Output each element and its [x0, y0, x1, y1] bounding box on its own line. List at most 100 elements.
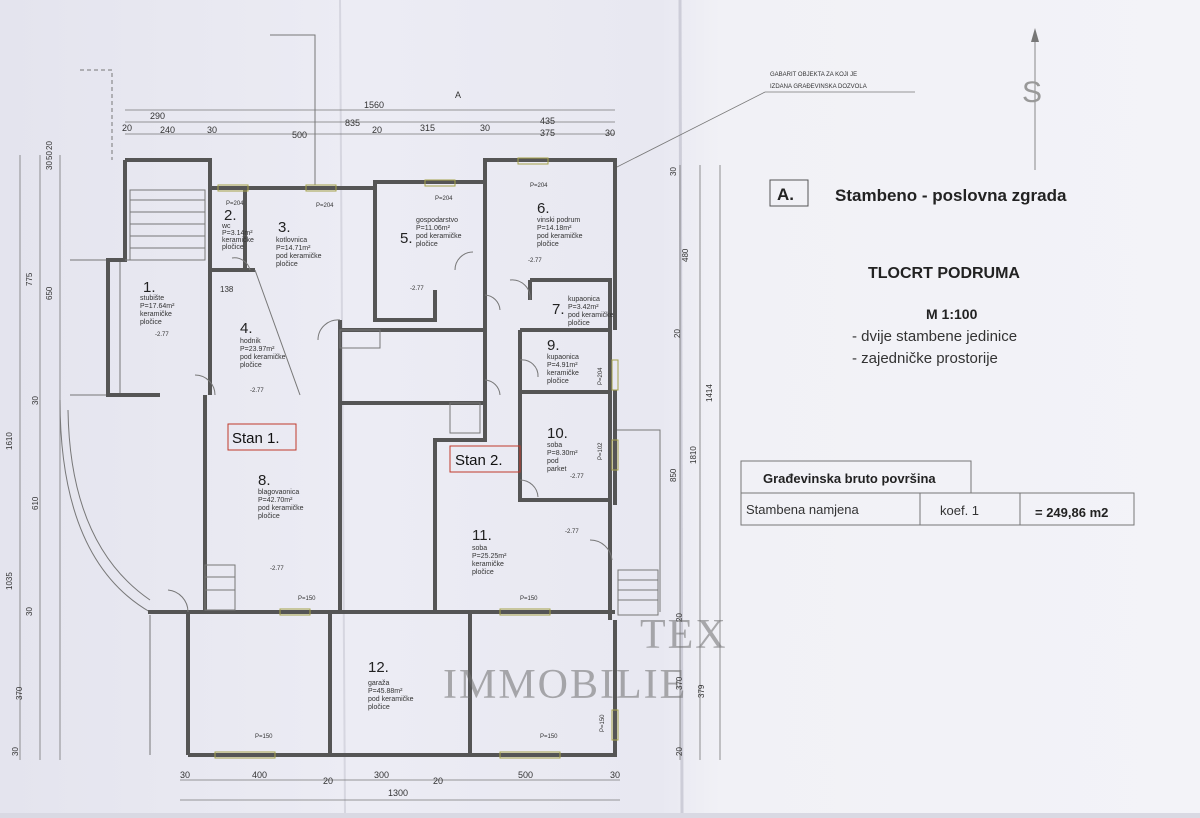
room-9: 9. kupaonica P=4.91m² keramičke pločice — [547, 337, 579, 385]
svg-text:P=23.97m²: P=23.97m² — [240, 346, 275, 353]
room-5: 5. gospodarstvo P=11.06m² pod keramičke … — [400, 217, 462, 248]
gabarit-leader-line — [614, 91, 766, 169]
svg-text:TEX: TEX — [640, 612, 728, 658]
svg-text:20: 20 — [45, 141, 54, 150]
plan-line1: - dvije stambene jedinice — [852, 328, 1017, 345]
svg-text:keramičke: keramičke — [222, 237, 254, 244]
svg-text:kotlovnica: kotlovnica — [276, 237, 307, 244]
svg-text:20: 20 — [122, 123, 132, 133]
room-10: 10. soba P=8.30m² pod parket — [547, 425, 578, 473]
svg-text:P=11.06m²: P=11.06m² — [416, 225, 451, 232]
svg-text:290: 290 — [150, 111, 165, 121]
room-4: 4. hodnik P=23.97m² pod keramičke pločic… — [240, 320, 286, 369]
svg-text:2.: 2. — [224, 207, 237, 224]
window-marks: P=204 P=204 P=204 P=204 P=204 P=102 P=15… — [214, 157, 619, 759]
svg-text:379: 379 — [697, 684, 706, 698]
dim-138: 138 — [220, 285, 234, 294]
svg-text:soba: soba — [472, 545, 487, 552]
svg-text:P=150: P=150 — [255, 734, 273, 740]
dimensions-top: 1560 290 835 435 20 240 30 500 20 315 30… — [122, 90, 615, 140]
plan-line2: - zajedničke prostorije — [852, 350, 998, 367]
svg-text:hodnik: hodnik — [240, 338, 261, 345]
svg-text:775: 775 — [25, 272, 34, 286]
label-a-box — [769, 179, 809, 207]
area-table-header: Građevinska bruto površina — [763, 471, 936, 486]
room-6: 6. vinski podrum P=14.18m² pod keramičke… — [537, 200, 583, 248]
svg-text:P=150: P=150 — [540, 734, 558, 740]
svg-text:pločice: pločice — [416, 241, 438, 248]
room-8: 8. blagovaonica P=42.70m² pod keramičke … — [258, 472, 304, 520]
walls — [106, 158, 617, 757]
area-table: Građevinska bruto površina Stambena namj… — [740, 460, 1135, 526]
svg-text:pločice: pločice — [472, 569, 494, 576]
svg-text:pod keramičke: pod keramičke — [240, 354, 286, 361]
svg-text:-2.77: -2.77 — [250, 388, 264, 394]
gabarit-note-line1: GABARIT OBJEKTA ZA KOJI JE — [770, 72, 857, 78]
svg-text:keramičke: keramičke — [140, 311, 172, 318]
svg-text:vinski podrum: vinski podrum — [537, 217, 580, 224]
svg-text:20: 20 — [433, 776, 443, 786]
svg-text:P=45.88m²: P=45.88m² — [368, 688, 403, 695]
room-7: 7. kupaonica P=3.42m² pod keramičke ploč… — [552, 296, 614, 327]
svg-text:30: 30 — [180, 770, 190, 780]
paper-fold — [339, 0, 346, 814]
svg-text:-2.77: -2.77 — [528, 258, 542, 264]
svg-text:pločice: pločice — [368, 704, 390, 711]
svg-text:20: 20 — [372, 125, 382, 135]
svg-text:20: 20 — [675, 747, 684, 756]
svg-text:P=17.64m²: P=17.64m² — [140, 303, 175, 310]
svg-text:20: 20 — [323, 776, 333, 786]
svg-text:5.: 5. — [400, 230, 413, 247]
svg-text:370: 370 — [15, 686, 24, 700]
plan-scale: M 1:100 — [926, 306, 978, 322]
svg-text:3.: 3. — [278, 219, 291, 236]
stan-2-label: Stan 2. — [449, 445, 521, 473]
dimensions-left: 30 50 20 775 650 30 1610 610 1035 30 370… — [5, 141, 61, 760]
svg-text:pod keramičke: pod keramičke — [368, 696, 414, 703]
svg-text:blagovaonica: blagovaonica — [258, 489, 299, 496]
svg-text:P=3.42m²: P=3.42m² — [568, 304, 599, 311]
room-1: 1. stubište P=17.64m² keramičke pločice — [140, 279, 175, 326]
svg-text:P=42.70m²: P=42.70m² — [258, 497, 293, 504]
svg-text:P=204: P=204 — [316, 203, 334, 209]
svg-text:1.: 1. — [143, 279, 156, 296]
svg-text:stubište: stubište — [140, 295, 164, 302]
north-arrow-icon: S — [1022, 28, 1042, 170]
building-title: Stambeno - poslovna zgrada — [835, 186, 1067, 205]
svg-text:P=14.18m²: P=14.18m² — [537, 225, 572, 232]
svg-text:500: 500 — [292, 130, 307, 140]
svg-text:soba: soba — [547, 442, 562, 449]
svg-text:375: 375 — [540, 128, 555, 138]
svg-text:pod keramičke: pod keramičke — [537, 233, 583, 240]
svg-text:P=150: P=150 — [520, 596, 538, 602]
svg-text:gospodarstvo: gospodarstvo — [416, 217, 458, 224]
svg-text:1035: 1035 — [5, 572, 14, 590]
room-3: 3. kotlovnica P=14.71m² pod keramičke pl… — [276, 219, 322, 268]
dimensions-right: 30 480 20 1414 1810 850 20 370 379 20 — [669, 165, 721, 760]
svg-text:370: 370 — [675, 676, 684, 690]
area-table-row-label: Stambena namjena — [746, 502, 860, 517]
svg-text:P=3.14m²: P=3.14m² — [222, 230, 253, 237]
svg-text:835: 835 — [345, 118, 360, 128]
svg-text:1300: 1300 — [388, 788, 408, 798]
paper-fold — [678, 0, 684, 814]
svg-text:pločice: pločice — [240, 362, 262, 369]
area-table-row-value: = 249,86 m2 — [1035, 505, 1108, 520]
svg-text:10.: 10. — [547, 425, 568, 442]
doors — [167, 251, 613, 613]
svg-text:30: 30 — [31, 396, 40, 405]
svg-text:Stan 1.: Stan 1. — [232, 430, 280, 447]
svg-text:pod keramičke: pod keramičke — [416, 233, 462, 240]
svg-text:20: 20 — [675, 613, 684, 622]
svg-text:7.: 7. — [552, 301, 565, 318]
svg-text:pod keramičke: pod keramičke — [568, 312, 614, 319]
svg-text:315: 315 — [420, 123, 435, 133]
svg-text:300: 300 — [374, 770, 389, 780]
room-11: 11. soba P=25.25m² keramičke pločice — [472, 527, 507, 576]
svg-text:650: 650 — [45, 286, 54, 300]
north-letter: S — [1022, 76, 1042, 109]
svg-text:Stan 2.: Stan 2. — [455, 452, 503, 469]
svg-text:480: 480 — [681, 248, 690, 262]
room-2: 2. wc P=3.14m² keramičke pločice — [221, 207, 254, 251]
